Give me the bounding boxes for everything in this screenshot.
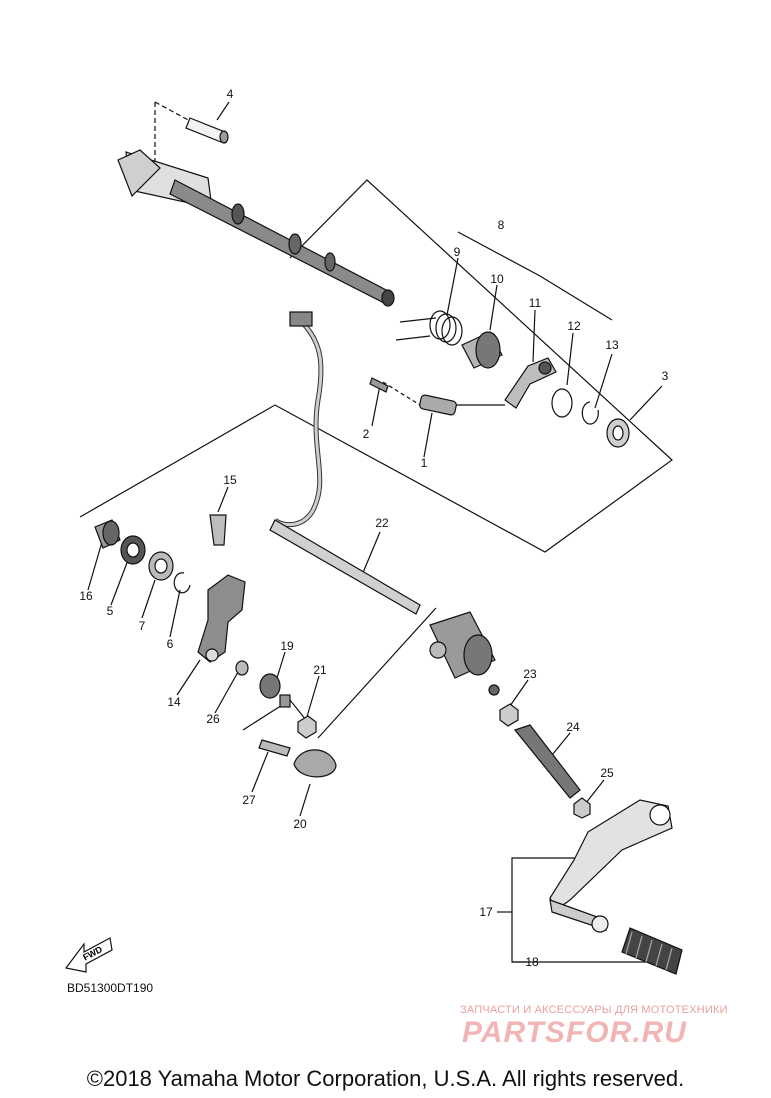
callout-22: 22 — [375, 516, 389, 530]
leader-23 — [509, 679, 529, 707]
leader-14 — [176, 659, 201, 696]
callout-7: 7 — [139, 619, 146, 633]
part-9-torsion-spring — [395, 310, 463, 346]
leader-19 — [276, 651, 286, 679]
leader-16 — [87, 541, 103, 591]
callout-12: 12 — [567, 319, 581, 333]
part-11-shift-lever — [504, 357, 557, 409]
part-16-bushing — [94, 519, 121, 549]
callout-16: 16 — [79, 589, 93, 603]
part-18-pedal-rubber — [621, 927, 683, 975]
callout-8: 8 — [498, 218, 505, 232]
link-lines-27 — [242, 699, 307, 731]
part-4-pin — [185, 117, 229, 144]
callout-20: 20 — [293, 817, 307, 831]
callout-23: 23 — [523, 667, 537, 681]
leader-7 — [141, 579, 156, 619]
leader-21 — [305, 675, 320, 721]
leader-15 — [217, 486, 229, 513]
part-25-nut — [573, 797, 591, 819]
part-27-bolt — [258, 739, 291, 757]
callout-1: 1 — [421, 456, 428, 470]
callout-11: 11 — [529, 296, 542, 310]
callout-13: 13 — [605, 338, 619, 352]
part-13-circlip — [581, 401, 599, 425]
callout-3: 3 — [662, 369, 669, 383]
callout-4: 4 — [227, 87, 234, 101]
group-outline-upper — [79, 179, 673, 553]
watermark-tagline: ЗАПЧАСТИ И АКСЕССУАРЫ ДЛЯ МОТОТЕХНИКИ — [460, 1004, 728, 1016]
callout-24: 24 — [566, 720, 580, 734]
callout-15: 15 — [223, 473, 237, 487]
callout-2: 2 — [363, 427, 370, 441]
watermark-brand: PARTSFOR.RU — [462, 1016, 687, 1049]
part-24-rod-end — [513, 724, 581, 799]
leader-11 — [532, 309, 536, 363]
leader-27 — [251, 751, 269, 793]
leader-2 — [371, 384, 381, 427]
leader-20 — [299, 783, 311, 817]
diagram-code: BD51300DT190 — [67, 981, 154, 995]
callout-labels: 1 2 3 4 5 6 7 8 9 10 11 12 13 14 15 16 1… — [79, 87, 668, 969]
leader-3 — [629, 385, 663, 421]
part-7-washer — [148, 551, 174, 581]
part-rod-joint — [429, 611, 500, 696]
part-10-collar — [461, 331, 503, 369]
link-line-20-22 — [317, 607, 437, 739]
callout-9: 9 — [454, 245, 461, 259]
callout-10: 10 — [490, 272, 504, 286]
part-21-nut — [297, 715, 317, 739]
leader-9 — [446, 257, 459, 316]
part-shift-shaft — [117, 149, 395, 307]
part-3-washer — [606, 418, 630, 448]
part-20-cap — [293, 749, 337, 778]
bracket-8 — [457, 231, 613, 321]
part-17-shift-pedal — [549, 799, 673, 933]
callout-19: 19 — [280, 639, 294, 653]
callout-26: 26 — [206, 712, 220, 726]
callout-21: 21 — [313, 663, 327, 677]
copyright-notice: ©2018 Yamaha Motor Corporation, U.S.A. A… — [86, 1066, 685, 1091]
leader-6 — [169, 589, 181, 638]
callout-6: 6 — [167, 637, 174, 651]
leader-13 — [594, 353, 613, 409]
callout-25: 25 — [600, 766, 614, 780]
axis-line-4 — [154, 101, 193, 123]
part-2-bolt — [369, 377, 389, 393]
leader-26 — [214, 671, 239, 714]
leader-22 — [361, 531, 381, 576]
callout-17: 17 — [479, 905, 493, 919]
part-5-seal — [120, 535, 146, 565]
part-6-circlip — [173, 572, 191, 594]
leader-12 — [566, 332, 574, 386]
part-12-washer — [551, 388, 573, 418]
axis-line-2 — [382, 381, 421, 406]
leader-10 — [489, 284, 498, 331]
callout-18: 18 — [525, 955, 539, 969]
part-14-bracket — [197, 574, 246, 663]
bracket-17-18 — [511, 857, 650, 963]
fwd-arrow-icon — [64, 937, 113, 973]
part-1-spring — [419, 394, 457, 416]
part-15-bolt — [209, 514, 227, 546]
part-26-washer — [235, 660, 249, 676]
part-22-shift-rod — [269, 519, 421, 615]
part-23-nut — [499, 703, 519, 727]
part-19-bushing — [259, 673, 291, 708]
part-shift-cable — [273, 311, 324, 528]
callout-27: 27 — [242, 793, 256, 807]
leader-1 — [423, 412, 433, 458]
callout-5: 5 — [107, 604, 114, 618]
leader-4 — [216, 101, 230, 121]
leader-5 — [110, 559, 129, 606]
callout-14: 14 — [167, 695, 181, 709]
